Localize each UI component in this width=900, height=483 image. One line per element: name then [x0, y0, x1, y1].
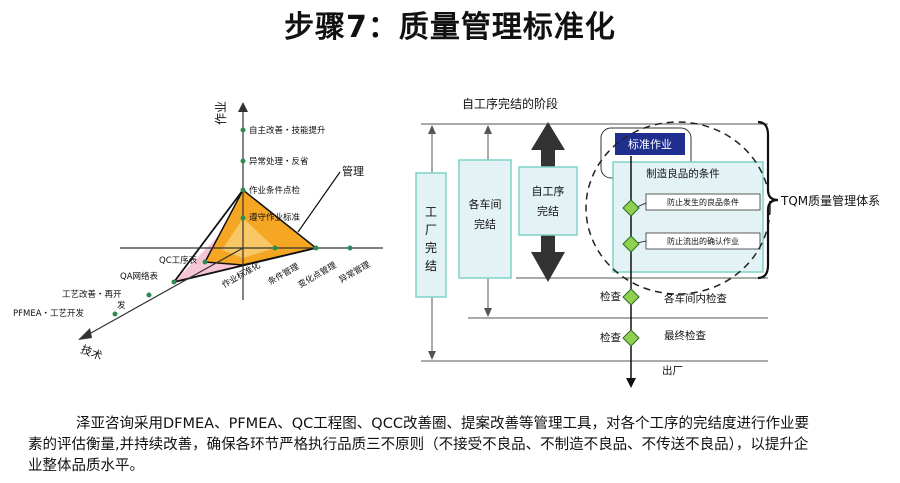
std-work-label: 标准作业: [628, 137, 672, 151]
workshop-box: [458, 159, 512, 279]
guanli-item: 变化点管理: [296, 260, 339, 291]
zuoye-item: 作业条件点检: [249, 185, 301, 196]
diamond: [622, 329, 640, 347]
guanli-item: 条件管理: [266, 261, 301, 288]
zuoye-item: 自主改善・技能提升: [249, 125, 326, 136]
axis-jishu: [81, 247, 244, 339]
flow-arrowhead: [626, 378, 636, 388]
link: [636, 240, 647, 244]
page-title: 步骤7：质量管理标准化: [284, 10, 616, 45]
factory-label-char: 完: [425, 240, 437, 255]
dashed-circle: [585, 121, 771, 295]
guanli-label: 管理: [342, 164, 364, 178]
self-process-box: [518, 166, 578, 236]
check2-desc: 最终检查: [664, 329, 706, 342]
dot: [146, 292, 152, 298]
axis-zuoye-label: 作业: [214, 101, 228, 125]
arrow-up: [428, 125, 436, 134]
arrow-down: [428, 351, 436, 360]
dot: [240, 215, 246, 221]
dot: [202, 259, 208, 265]
check1-desc: 各车间内检查: [664, 292, 727, 305]
self-process-label-2: 完结: [537, 204, 559, 218]
factory-box: [415, 172, 447, 298]
factory-label-char: 结: [425, 259, 437, 273]
arrow-up: [484, 125, 492, 134]
axis-zuoye-arrow: [238, 102, 248, 112]
diamond: [622, 199, 640, 217]
conditions-label: 制造良品的条件: [646, 167, 720, 180]
zuoye-item: 遵守作业标准: [249, 212, 301, 223]
dot: [112, 311, 118, 317]
dot: [240, 187, 246, 193]
dot: [240, 158, 246, 164]
workshop-label-1: 各车间: [469, 197, 502, 211]
jishu-item: 发: [117, 300, 126, 311]
jishu-item: PFMEA・工艺开发: [13, 308, 85, 319]
check1-label: 检查: [600, 290, 621, 303]
radar-chart: 作业 技术 管理 自主改善・技能提升 异常处理・反省 作业条件点检 遵守作业标准…: [13, 101, 383, 363]
arrow-down: [484, 308, 492, 317]
diamond: [622, 288, 640, 306]
prevent-outflow-label: 防止流出的确认作业: [667, 236, 739, 246]
std-work-box: [615, 133, 685, 155]
dot: [171, 279, 177, 285]
factory-label-char: 厂: [425, 223, 437, 237]
diamond: [622, 235, 640, 253]
description-paragraph: 泽亚咨询采用DFMEA、PFMEA、QC工程图、QCC改善圈、提案改善等管理工具…: [28, 416, 809, 474]
tqm-brace: [757, 120, 779, 280]
guanli-pointer: [297, 171, 341, 233]
dot: [240, 127, 246, 133]
guanli-item: 异常管理: [337, 259, 372, 286]
axis-jishu-arrow: [78, 328, 92, 340]
check2-label: 检查: [600, 331, 621, 344]
zuoye-item: 异常处理・反省: [249, 156, 309, 167]
prevent-occur-box: [645, 193, 761, 211]
jishu-item: QC工序表: [159, 255, 198, 266]
dot: [272, 245, 278, 251]
conditions-box: [612, 161, 764, 273]
jishu-item: QA网络表: [120, 271, 159, 282]
link: [636, 202, 647, 208]
dot: [347, 245, 353, 251]
ship-label: 出厂: [662, 364, 683, 377]
factory-label-char: 工: [425, 205, 437, 219]
radar-orange-area: [203, 188, 318, 266]
dot: [313, 245, 319, 251]
stage-title: 自工序完结的阶段: [462, 96, 558, 111]
axis-jishu-label: 技术: [79, 343, 104, 363]
jishu-item: 工艺改善・再开: [62, 289, 122, 300]
workshop-label-2: 完结: [474, 217, 496, 231]
tqm-label: TQM质量管理体系: [780, 193, 880, 208]
self-process-label-1: 自工序: [532, 184, 565, 198]
prevent-occur-label: 防止发生的良品条件: [667, 197, 739, 207]
